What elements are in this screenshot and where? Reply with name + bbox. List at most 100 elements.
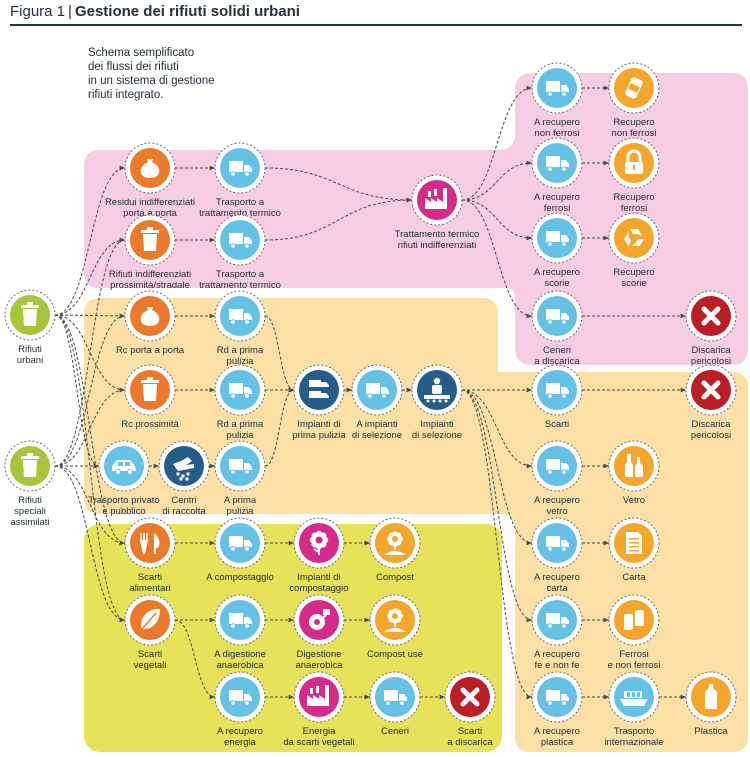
flow-arrow xyxy=(54,314,126,393)
node-label: Ferrosi xyxy=(619,649,649,660)
node-label: Discarica xyxy=(691,419,731,430)
node-label: Rifiuti indifferenziati xyxy=(109,269,191,280)
cans-icon xyxy=(624,610,644,630)
header-rule xyxy=(10,24,742,26)
flow-arrow xyxy=(461,389,533,469)
truck-icon xyxy=(229,383,252,399)
truck-icon xyxy=(546,81,569,97)
flow-arrow xyxy=(54,314,100,469)
node-label: scorie xyxy=(544,278,569,289)
node-label: carta xyxy=(546,583,568,594)
node-label: A recupero xyxy=(534,267,580,278)
x-icon xyxy=(701,380,721,400)
x-icon xyxy=(701,306,721,326)
node-a-compostaggio: A compostaggio xyxy=(206,517,274,583)
flow-arrow xyxy=(54,314,126,546)
node-compost-use: Compost use xyxy=(367,594,423,660)
node-label: A recupero xyxy=(534,192,580,203)
flow-arrow xyxy=(461,389,533,546)
node-label: Compost xyxy=(376,572,414,583)
node-label: alimentari xyxy=(129,583,170,594)
figure-number: Figura 1 xyxy=(10,3,66,20)
node-label: di raccolta xyxy=(162,506,206,517)
factory-icon xyxy=(425,188,447,209)
node-disc xyxy=(614,446,654,486)
trucks-icon xyxy=(309,380,329,398)
node-label: Rd a prima xyxy=(217,419,264,430)
flow-arrow xyxy=(174,619,216,700)
node-scarti: Scarti xyxy=(531,364,583,430)
node-label: scorie xyxy=(621,278,646,289)
node-label: da scarti vegetali xyxy=(283,737,354,748)
truck-icon xyxy=(229,309,252,325)
flow-arrow xyxy=(461,389,533,700)
node-label: pulizia xyxy=(227,356,255,367)
truck-icon xyxy=(229,536,252,552)
node-label: prima pulizia xyxy=(292,430,346,441)
truck-icon xyxy=(384,690,407,706)
node-label: energia xyxy=(224,737,256,748)
flow-arrow xyxy=(54,313,126,467)
figure-title: Gestione dei rifiuti solidi urbani xyxy=(74,3,300,20)
bag-icon xyxy=(140,307,160,326)
node-label: Residui indifferenziati xyxy=(105,197,195,208)
recycle-icon xyxy=(624,229,644,246)
node-label: a discarica xyxy=(534,356,580,367)
node-label: Rifiuti xyxy=(18,344,42,355)
bin-icon xyxy=(141,377,159,401)
truck-icon xyxy=(546,536,569,552)
bin-icon xyxy=(141,227,159,251)
node-label: A prima xyxy=(224,495,257,506)
node-label: non ferrosi xyxy=(535,128,580,139)
plastic-bottle-icon xyxy=(705,684,717,709)
node-label: trattamento termico xyxy=(199,208,281,219)
truck-icon xyxy=(546,231,569,247)
node-label: vegetali xyxy=(134,660,167,671)
intro-text: Schema semplificato dei flussi dei rifiu… xyxy=(88,46,288,102)
truck-icon xyxy=(229,161,252,177)
node-label: Trasporto privato xyxy=(88,495,159,506)
header-separator: | xyxy=(68,3,72,20)
node-disc xyxy=(299,370,339,410)
node-carta: Carta xyxy=(608,517,660,583)
node-compost: Compost xyxy=(369,517,421,583)
flow-nodes: RifiutiurbaniRifiutispecialiassimilatiRe… xyxy=(4,62,737,748)
node-label: A impianti xyxy=(356,419,397,430)
node-label: Impianti di xyxy=(297,419,340,430)
factory-icon xyxy=(307,685,329,706)
node-disc xyxy=(614,600,654,640)
node-label: Trasporto a xyxy=(216,197,265,208)
node-label: Compost use xyxy=(367,649,423,660)
truck-icon xyxy=(546,309,569,325)
node-label: internazionale xyxy=(604,737,663,748)
node-label: Energia xyxy=(303,726,336,737)
truck-icon xyxy=(366,383,389,399)
node-rc-prossimita: Rc prossimità xyxy=(121,364,179,430)
ship-icon xyxy=(620,691,648,706)
flow-arrow xyxy=(461,199,533,319)
node-label: Rd a prima xyxy=(217,345,264,356)
node-rifiuti-indiff-prossimita: Rifiuti indifferenziatiprossimità/strada… xyxy=(109,214,191,291)
bag-icon xyxy=(140,159,160,178)
intro-line: Schema semplificato xyxy=(88,47,195,59)
